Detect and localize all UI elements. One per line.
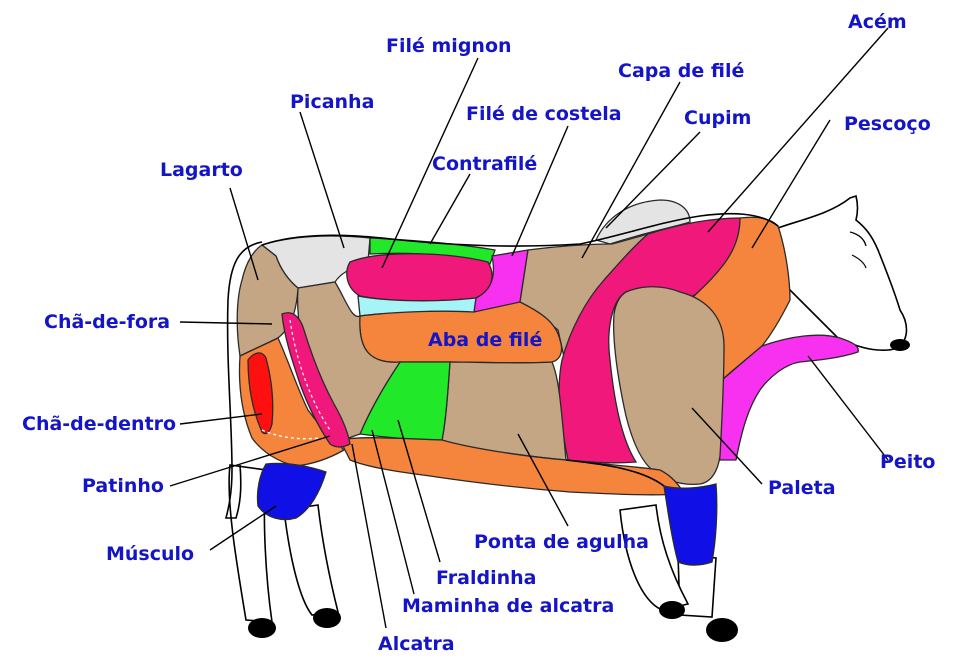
rear-hoof-front <box>313 608 341 628</box>
label-fraldinha: Fraldinha <box>436 567 536 589</box>
label-pescoco: Pescoço <box>844 113 931 135</box>
nose-icon <box>890 339 910 351</box>
label-paleta: Paleta <box>768 477 836 499</box>
label-cha-de-fora: Chã-de-fora <box>44 311 170 333</box>
label-patinho: Patinho <box>82 475 164 497</box>
label-peito: Peito <box>880 451 935 473</box>
label-file-mignon: Filé mignon <box>386 35 512 57</box>
front-hoof-right <box>706 618 738 642</box>
cut-file-mignon <box>347 254 492 301</box>
label-picanha: Picanha <box>290 91 374 113</box>
labels: Filé mignon Acém Capa de filé Picanha Fi… <box>22 11 935 655</box>
label-musculo: Músculo <box>106 543 194 565</box>
label-lagarto: Lagarto <box>160 159 243 181</box>
label-contrafile: Contrafilé <box>432 153 537 175</box>
front-hoof-left <box>659 601 685 619</box>
label-ponta-de-agulha: Ponta de agulha <box>474 531 649 553</box>
label-file-de-costela: Filé de costela <box>466 103 622 125</box>
rear-leg-front <box>284 505 338 615</box>
label-alcatra: Alcatra <box>378 633 455 655</box>
label-cha-de-dentro: Chã-de-dentro <box>22 413 176 435</box>
cut-musculo-front <box>664 484 717 565</box>
rear-hoof-back <box>248 618 276 638</box>
label-cupim: Cupim <box>684 107 751 129</box>
cuts <box>237 200 858 565</box>
label-maminha-de-alcatra: Maminha de alcatra <box>402 595 614 617</box>
label-acem: Acém <box>848 11 907 33</box>
label-capa-de-file: Capa de filé <box>618 60 744 82</box>
label-aba-de-file: Aba de filé <box>428 329 542 351</box>
head <box>778 196 907 350</box>
